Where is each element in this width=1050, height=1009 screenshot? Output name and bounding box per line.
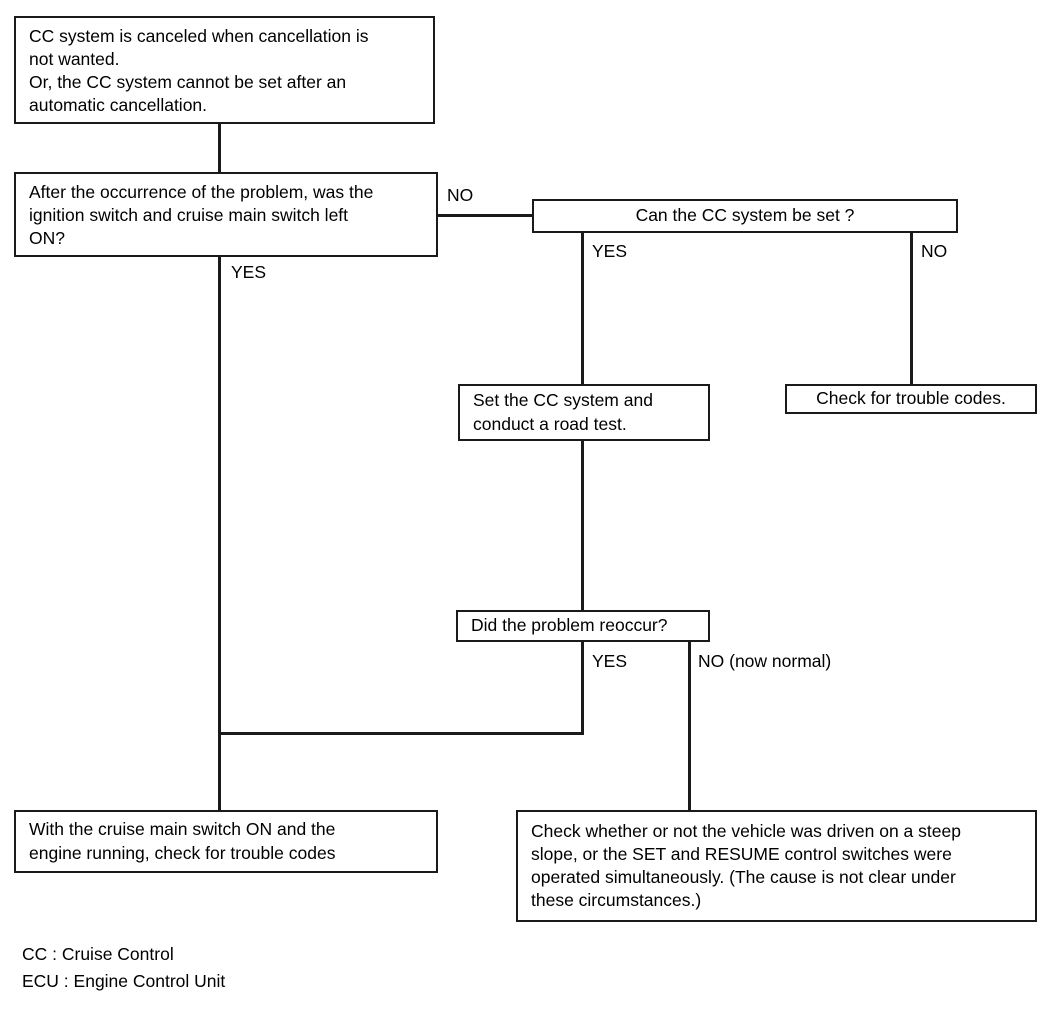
edge-label-can-set-no: NO <box>921 241 948 261</box>
edge-label-ignition-yes: YES <box>231 262 267 282</box>
node-action-set-cc-road-test[interactable]: Set the CC system and conduct a road tes… <box>458 384 710 441</box>
connector-roadtest-to-reoccur <box>581 440 584 611</box>
connector-can-set-yes-vertical <box>581 232 584 384</box>
node-question-can-cc-be-set[interactable]: Can the CC system be set ? <box>532 199 958 233</box>
connector-ignition-yes-vertical <box>218 256 221 735</box>
node-symptom[interactable]: CC system is canceled when cancellation … <box>14 16 435 124</box>
node-action-check-steep-slope[interactable]: Check whether or not the vehicle was dri… <box>516 810 1037 922</box>
node-question-problem-reoccur[interactable]: Did the problem reoccur? <box>456 610 710 642</box>
connector-reoccur-no-vertical <box>688 641 691 810</box>
node-action-cruise-switch-on-check-codes[interactable]: With the cruise main switch ON and the e… <box>14 810 438 873</box>
connector-symptom-to-ignition <box>218 122 221 172</box>
edge-label-ignition-no: NO <box>447 185 474 205</box>
connector-ignition-no-horizontal <box>435 214 534 217</box>
node-question-ignition-switch[interactable]: After the occurrence of the problem, was… <box>14 172 438 257</box>
connector-merge-to-bottom-left <box>218 732 221 810</box>
edge-label-can-set-yes: YES <box>592 241 628 261</box>
node-action-check-trouble-codes[interactable]: Check for trouble codes. <box>785 384 1037 414</box>
edge-label-reoccur-yes: YES <box>592 651 628 671</box>
connector-can-set-no-vertical <box>910 232 913 384</box>
connector-reoccur-yes-vertical <box>581 641 584 734</box>
legend-abbreviations: CC : Cruise Control ECU : Engine Control… <box>22 944 226 991</box>
edge-label-reoccur-no: NO (now normal) <box>698 651 832 671</box>
connector-merge-horizontal <box>218 732 584 735</box>
